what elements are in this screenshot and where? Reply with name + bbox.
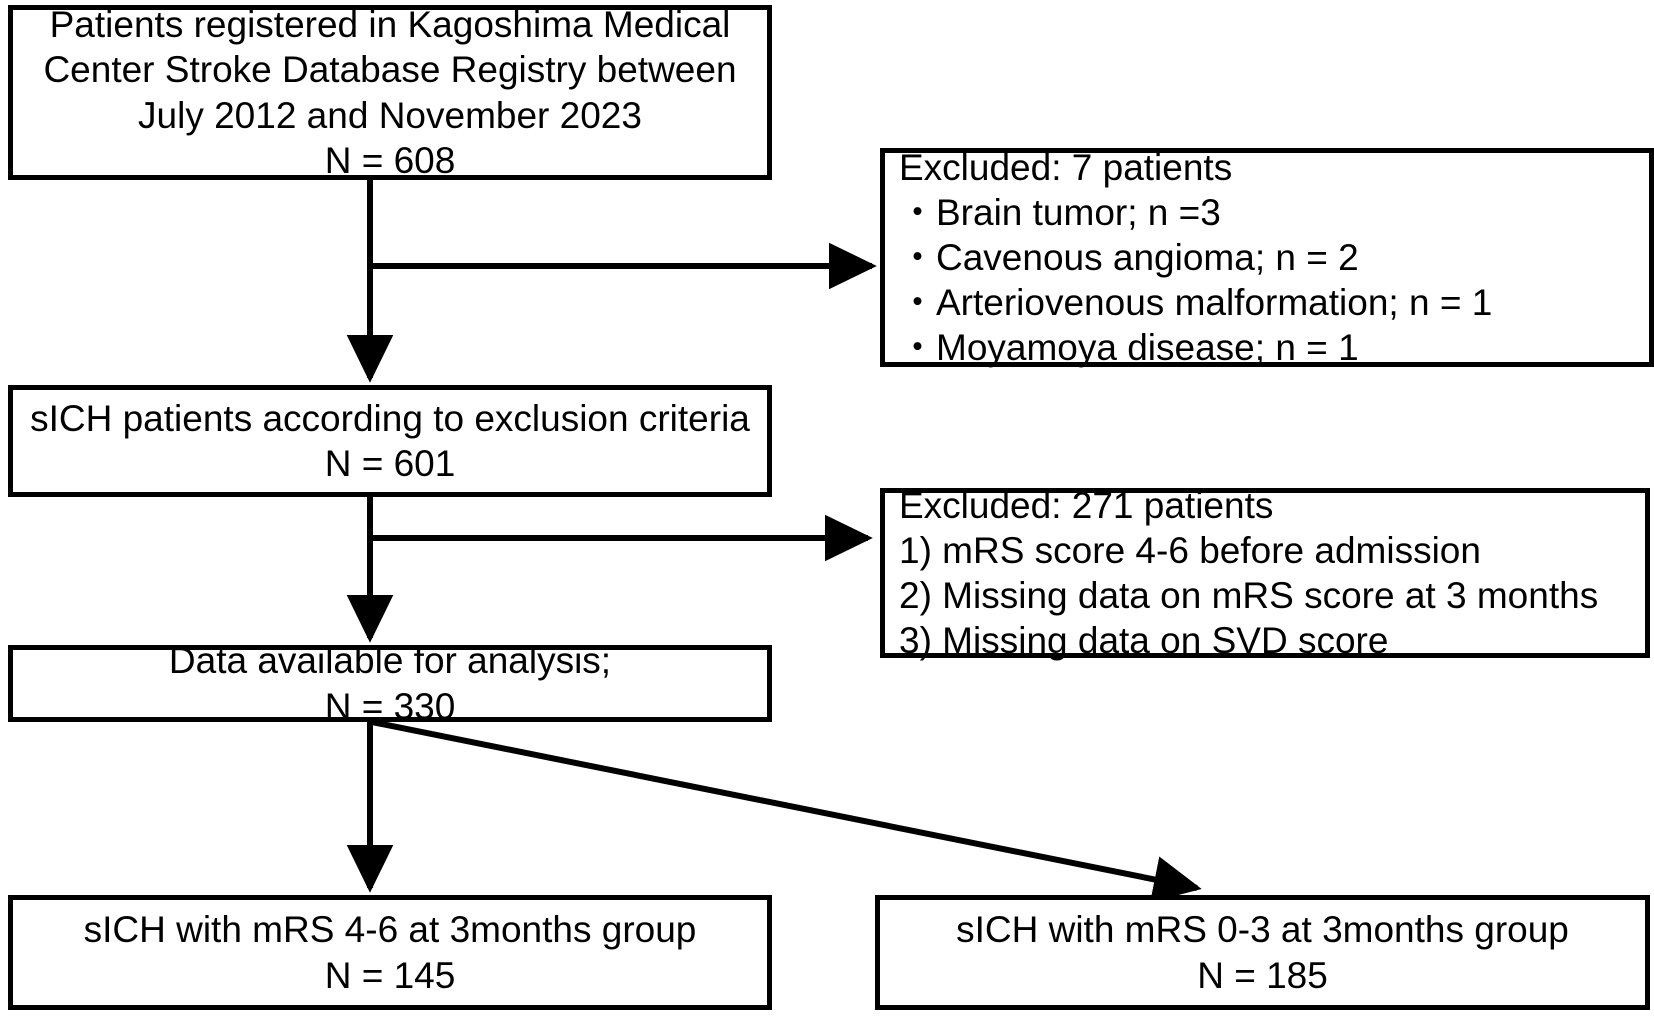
- node-sich-criteria: sICH patients according to exclusion cri…: [8, 385, 772, 497]
- node-registry-count: N = 608: [324, 139, 456, 181]
- node-excluded-1: Excluded: 7 patients ・Brain tumor; n =3 …: [880, 146, 1654, 369]
- node-group-mrs-0-3-label: sICH with mRS 0-3 at 3months group: [956, 909, 1569, 951]
- node-analysis-label: Data available for analysis;: [168, 640, 612, 682]
- node-group-mrs-0-3-count: N = 185: [1197, 954, 1328, 996]
- node-sich-criteria-label: sICH patients according to exclusion cri…: [30, 397, 750, 439]
- excluded-1-reason-4: ・Moyamoya disease; n = 1: [899, 327, 1359, 369]
- excluded-2-heading: Excluded: 271 patients: [899, 484, 1274, 526]
- node-group-mrs-4-6-count: N = 145: [324, 954, 456, 996]
- excluded-1-heading: Excluded: 7 patients: [899, 146, 1233, 188]
- excluded-1-reason-3: ・Arteriovenous malformation; n = 1: [899, 282, 1493, 324]
- excluded-1-reason-2: ・Cavenous angioma; n = 2: [899, 236, 1359, 278]
- node-group-mrs-0-3: sICH with mRS 0-3 at 3months group N = 1…: [875, 895, 1650, 1010]
- node-registry-line-3: July 2012 and November 2023: [138, 94, 642, 136]
- node-analysis: Data available for analysis; N = 330: [8, 640, 772, 727]
- excluded-2-reason-3: 3) Missing data on SVD score: [899, 620, 1389, 662]
- excluded-1-reason-1: ・Brain tumor; n =3: [899, 191, 1221, 233]
- node-registry: Patients registered in Kagoshima Medical…: [8, 4, 772, 181]
- excluded-2-reason-2: 2) Missing data on mRS score at 3 months: [899, 575, 1599, 616]
- node-excluded-2: Excluded: 271 patients 1) mRS score 4-6 …: [880, 485, 1650, 661]
- node-sich-criteria-count: N = 601: [324, 443, 456, 484]
- node-group-mrs-4-6-label: sICH with mRS 4-6 at 3months group: [83, 909, 697, 951]
- excluded-2-reason-1: 1) mRS score 4-6 before admission: [899, 529, 1481, 571]
- connector-analysis-to-good-group: [371, 719, 1202, 903]
- node-group-mrs-4-6: sICH with mRS 4-6 at 3months group N = 1…: [8, 895, 772, 1010]
- node-analysis-count: N = 330: [324, 685, 456, 727]
- node-registry-line-2: Center Stroke Database Registry between: [43, 49, 737, 91]
- node-registry-line-1: Patients registered in Kagoshima Medical: [49, 4, 731, 46]
